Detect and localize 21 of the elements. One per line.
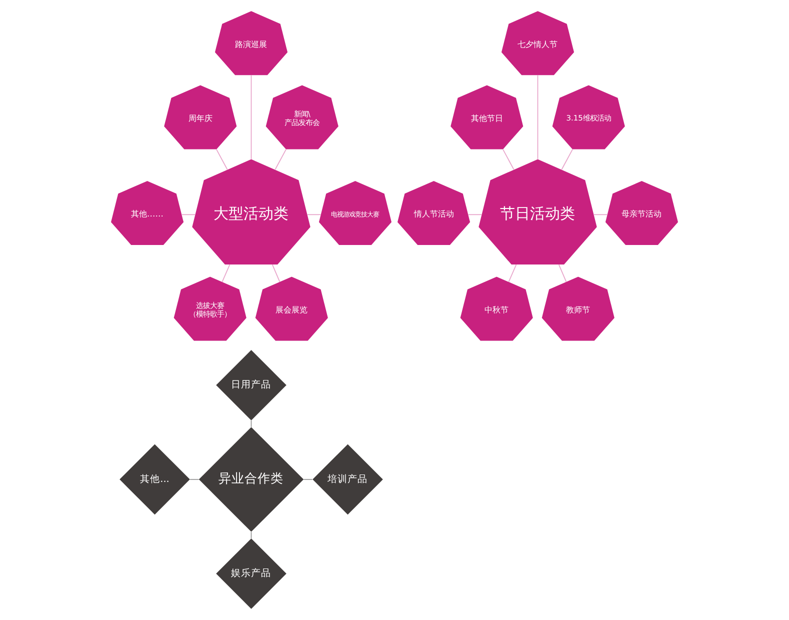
connector: [181, 214, 196, 216]
connector: [558, 264, 567, 282]
connector: [561, 149, 573, 170]
connector: [303, 478, 313, 480]
node-diamond: 异业合作类: [198, 427, 304, 532]
connector: [216, 149, 228, 170]
connector: [306, 214, 322, 216]
node-diamond: 娱乐产品: [216, 538, 286, 609]
connector: [250, 74, 252, 160]
node-diamond: 培训产品: [312, 444, 383, 515]
connector: [190, 478, 200, 480]
connector: [537, 74, 538, 160]
connector: [502, 149, 514, 170]
node-diamond: 其他...: [120, 444, 190, 515]
node-diamond: 日用产品: [216, 350, 286, 420]
connector: [274, 149, 286, 170]
connector: [222, 264, 230, 282]
connector: [468, 214, 482, 216]
connector: [272, 264, 280, 282]
connector: [508, 264, 517, 282]
connector: [593, 214, 608, 216]
